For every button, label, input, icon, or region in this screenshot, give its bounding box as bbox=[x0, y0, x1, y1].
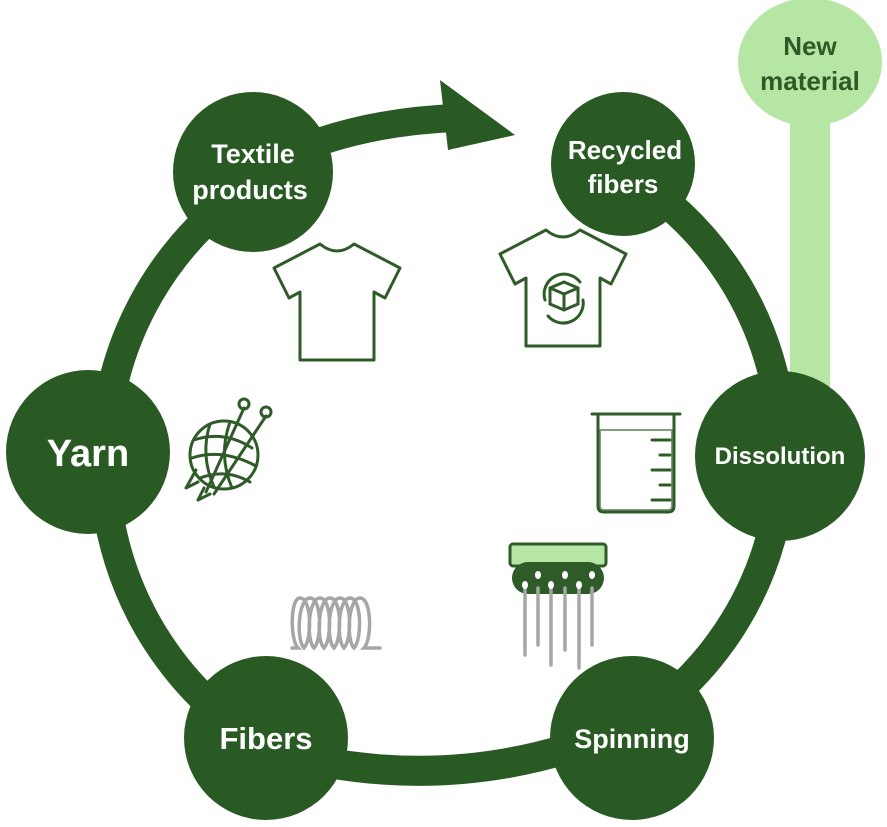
spinning-label: Spinning bbox=[574, 724, 689, 754]
recycled-tshirt-icon bbox=[498, 228, 628, 348]
new-material-label-line1: New bbox=[783, 31, 837, 61]
spinning-circle bbox=[550, 656, 714, 820]
spinneret-icon bbox=[508, 542, 608, 670]
dissolution-label: Dissolution bbox=[715, 443, 846, 470]
node-spinning: Spinning bbox=[550, 656, 714, 820]
new-material-branch: New material bbox=[738, 0, 882, 400]
textile-products-label-line1: Textile bbox=[211, 139, 295, 169]
recycled-fibers-label-line2: fibers bbox=[588, 169, 659, 199]
node-yarn: Yarn bbox=[6, 370, 170, 534]
fibers-circle bbox=[184, 656, 348, 820]
tshirt-icon bbox=[272, 242, 402, 362]
fibers-label: Fibers bbox=[219, 721, 312, 756]
recycled-fibers-label-line1: Recycled bbox=[568, 135, 682, 165]
beaker-icon bbox=[590, 412, 682, 514]
textile-products-circle bbox=[173, 92, 333, 252]
recycle-arrow-bottom-icon bbox=[546, 298, 585, 325]
new-material-stem bbox=[790, 100, 830, 400]
dissolution-circle bbox=[695, 371, 865, 541]
node-recycled-fibers: Recycled fibers bbox=[551, 92, 695, 236]
yarn-label: Yarn bbox=[47, 433, 129, 475]
yarn-ball-icon bbox=[184, 397, 273, 502]
yarn-circle bbox=[6, 370, 170, 534]
top-arrow-head bbox=[440, 80, 515, 150]
node-dissolution: Dissolution bbox=[695, 371, 865, 541]
node-textile-products: Textile products bbox=[173, 92, 333, 252]
recycled-fibers-circle bbox=[551, 92, 695, 236]
textile-products-label-line2: products bbox=[192, 175, 308, 205]
new-material-bubble bbox=[738, 0, 882, 126]
new-material-label-line2: material bbox=[760, 66, 860, 96]
node-fibers: Fibers bbox=[184, 656, 348, 820]
coil-fiber-icon bbox=[290, 596, 382, 651]
recycle-arrow-top-icon bbox=[542, 272, 582, 302]
